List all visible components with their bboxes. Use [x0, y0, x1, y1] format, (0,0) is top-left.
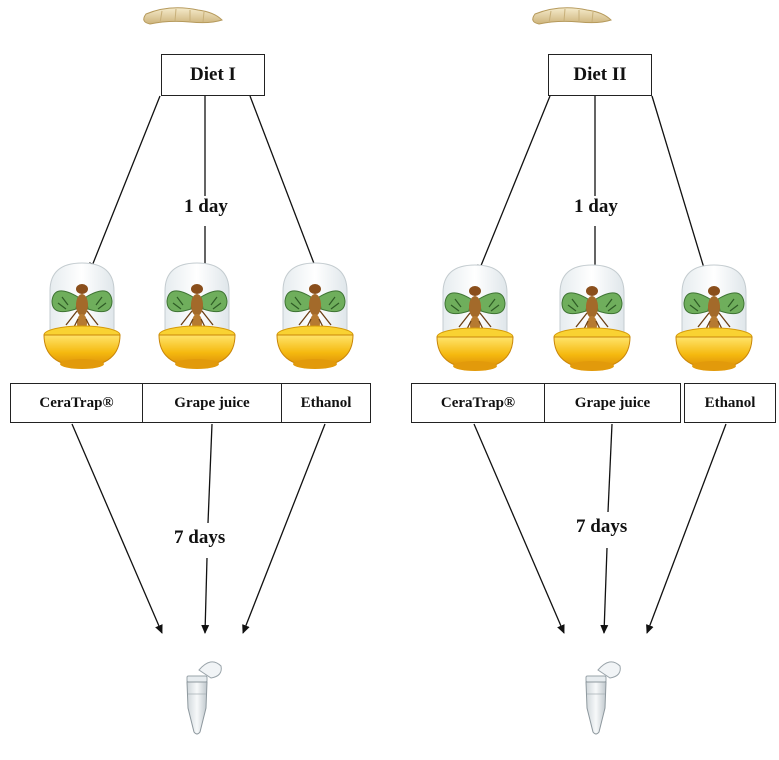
diet-1-label: Diet I — [161, 54, 265, 96]
interval-1-label: 1 day — [570, 196, 622, 218]
larva-icon — [143, 7, 223, 25]
arrows-panel-1-to-tube — [71, 423, 326, 634]
trap-with-fly-icon — [43, 262, 121, 370]
trap-with-fly-icon — [276, 262, 354, 370]
trap-with-fly-icon — [436, 264, 514, 372]
trap-with-fly-icon — [553, 264, 631, 372]
attractant-label-ceratrap: CeraTrap® — [411, 383, 545, 423]
attractant-label-grape-juice: Grape juice — [142, 383, 282, 423]
diet-2-label: Diet II — [548, 54, 652, 96]
attractant-label-ethanol: Ethanol — [281, 383, 371, 423]
interval-1-label: 1 day — [180, 196, 232, 218]
attractant-label-grape-juice: Grape juice — [544, 383, 681, 423]
larva-icon — [532, 7, 612, 25]
interval-2-label: 7 days — [170, 527, 230, 549]
attractant-label-ceratrap: CeraTrap® — [10, 383, 143, 423]
trap-with-fly-icon — [158, 262, 236, 370]
attractant-label-ethanol: Ethanol — [684, 383, 776, 423]
arrows-diet-2-to-traps — [477, 95, 709, 279]
interval-2-label: 7 days — [572, 516, 632, 538]
trap-with-fly-icon — [675, 264, 753, 372]
microcentrifuge-tube-icon — [585, 661, 621, 735]
arrows-diet-1-to-traps — [89, 95, 319, 275]
arrows-panel-2-to-tube — [473, 423, 727, 634]
microcentrifuge-tube-icon — [186, 661, 222, 735]
